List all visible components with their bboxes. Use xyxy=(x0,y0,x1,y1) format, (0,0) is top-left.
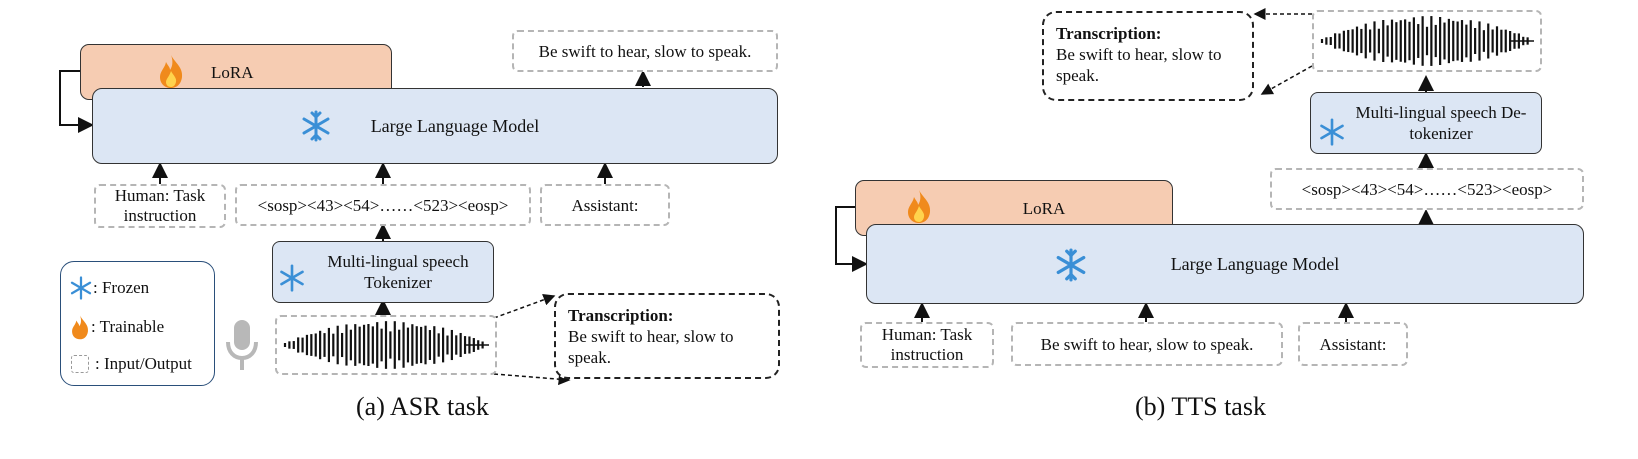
asr-flame-icon xyxy=(160,55,183,88)
tts-callout-bottom xyxy=(1260,65,1313,95)
legend-io-text: : Input/Output xyxy=(95,354,192,373)
legend-trainable: : Trainable xyxy=(69,314,164,340)
asr-waveform-box xyxy=(275,315,497,375)
legend-io: : Input/Output xyxy=(71,354,192,374)
tts-waveform-box xyxy=(1312,10,1542,72)
asr-lora-loop-arrow xyxy=(59,70,94,133)
asr-snowflake-icon xyxy=(302,110,330,142)
tts-waveform-icon xyxy=(1320,16,1534,66)
microphone-icon xyxy=(226,320,258,370)
legend: : Frozen : Trainable : Input/Output xyxy=(60,261,215,386)
asr-lora-label: LoRA xyxy=(211,62,254,82)
tts-lora-loop-arrow xyxy=(835,206,868,272)
asr-waveform-icon xyxy=(283,321,489,369)
legend-dash-icon xyxy=(71,355,89,373)
asr-transcription-text: Be swift to hear, slow to speak. xyxy=(568,327,734,367)
asr-tokenizer-snowflake-icon xyxy=(280,264,304,292)
asr-human-box: Human: Task instruction xyxy=(94,184,226,228)
asr-assistant-text: Assistant: xyxy=(571,195,639,215)
asr-tokens-box: <sosp><43><54>……<523><eosp> xyxy=(235,184,531,226)
tts-text-box: Be swift to hear, slow to speak. xyxy=(1011,322,1283,366)
tts-tokens-box: <sosp><43><54>……<523><eosp> xyxy=(1270,168,1584,210)
legend-snowflake-icon xyxy=(70,276,92,300)
tts-detokenizer-label: Multi-lingual speech De-tokenizer xyxy=(1355,103,1527,143)
asr-callout-bottom xyxy=(493,373,571,386)
asr-callout-top xyxy=(493,293,556,319)
tts-transcription-text: Be swift to hear, slow to speak. xyxy=(1056,45,1222,85)
tts-detokenizer-block: Multi-lingual speech De-tokenizer xyxy=(1310,92,1542,154)
asr-caption: (a) ASR task xyxy=(356,392,489,421)
asr-llm-label: Large Language Model xyxy=(370,115,540,136)
legend-frozen: : Frozen xyxy=(69,276,149,300)
asr-human-text: Human: Task instruction xyxy=(114,186,206,225)
tts-caption: (b) TTS task xyxy=(1135,392,1266,421)
tts-human-text: Human: Task instruction xyxy=(881,325,973,364)
asr-output-text: Be swift to hear, slow to speak. xyxy=(538,41,752,61)
asr-tokenizer-block: Multi-lingual speech Tokenizer xyxy=(272,241,494,303)
asr-output-box: Be swift to hear, slow to speak. xyxy=(512,30,778,72)
legend-frozen-text: : Frozen xyxy=(93,278,150,297)
tts-llm-label: Large Language Model xyxy=(1170,253,1340,274)
asr-transcription-box: Transcription: Be swift to hear, slow to… xyxy=(554,293,780,379)
asr-tokenizer-label: Multi-lingual speech Tokenizer xyxy=(327,252,469,292)
asr-assistant-box: Assistant: xyxy=(540,184,670,226)
tts-tokens-text: <sosp><43><54>……<523><eosp> xyxy=(1301,179,1553,199)
tts-lora-label: LoRA xyxy=(1022,198,1066,218)
tts-transcription-title: Transcription: xyxy=(1056,24,1162,43)
tts-human-box: Human: Task instruction xyxy=(860,322,994,368)
asr-transcription-title: Transcription: xyxy=(568,306,674,325)
legend-flame-icon xyxy=(72,315,89,340)
tts-assistant-text: Assistant: xyxy=(1319,334,1387,354)
tts-transcription-box: Transcription: Be swift to hear, slow to… xyxy=(1042,11,1254,101)
tts-detokenizer-snowflake-icon xyxy=(1320,118,1344,146)
legend-trainable-text: : Trainable xyxy=(91,317,165,336)
tts-assistant-box: Assistant: xyxy=(1298,322,1408,366)
tts-snowflake-icon xyxy=(1056,248,1086,282)
tts-text: Be swift to hear, slow to speak. xyxy=(1040,334,1254,354)
asr-llm-block: Large Language Model xyxy=(92,88,778,164)
tts-llm-block: Large Language Model xyxy=(866,224,1584,304)
asr-tokens-text: <sosp><43><54>……<523><eosp> xyxy=(257,195,509,215)
tts-flame-icon xyxy=(908,190,931,223)
